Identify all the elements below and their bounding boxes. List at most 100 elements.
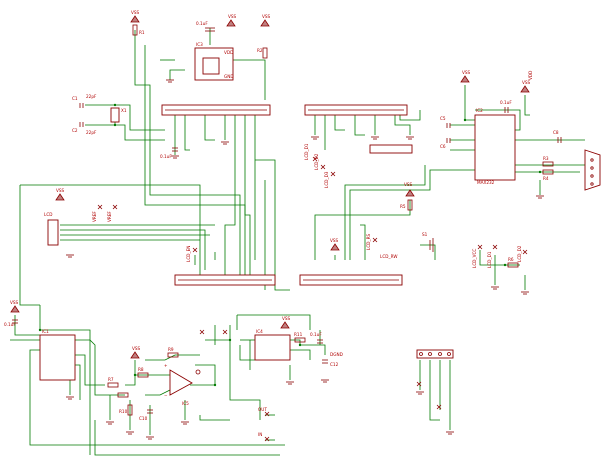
ic4-chip: IC4 (254, 329, 291, 361)
resistor-r2 (262, 47, 268, 59)
net-vdd: VDD (528, 71, 533, 80)
capacitor-c10 (147, 409, 153, 414)
gnd-symbol (521, 291, 529, 295)
capacitor-c8 (557, 137, 562, 143)
c11-value-label: 0.1uF (310, 332, 322, 337)
net-lcd-rw: LCD_RW (380, 254, 397, 259)
capacitor-c5 (446, 123, 451, 128)
gnd-symbol (446, 431, 454, 435)
svg-text:VSS: VSS (462, 70, 471, 75)
r6-label: R6 (508, 257, 514, 262)
r1-label: R1 (139, 30, 145, 35)
net-vref-b: VREF (107, 211, 112, 222)
vss-symbol: VSS (10, 300, 20, 313)
vss-symbol: VSS (130, 10, 140, 23)
net-dgnd: DGND (330, 352, 343, 357)
capacitor-c11 (317, 339, 323, 344)
c4-value-label: 0.1uF (160, 154, 172, 159)
vss-symbol: VSS (460, 70, 471, 83)
c9-value-label: 0.1uF (4, 322, 16, 327)
no-connect-marks (97, 156, 528, 442)
capacitor-c12 (322, 359, 328, 364)
vss-symbol: VSS (280, 316, 291, 329)
r5-label: R5 (400, 204, 406, 209)
r4-label: R4 (543, 176, 549, 181)
resistor-r11 (294, 337, 306, 343)
junctions (38, 103, 542, 387)
capacitor-labels: C1 C2 0.1uF 0.1uF C5 C6 0.1uF C8 0.1uF C… (4, 21, 559, 421)
capacitor-c7 (504, 107, 509, 113)
svg-text:VSS: VSS (522, 80, 531, 85)
gnd-symbol (171, 155, 179, 159)
s1-label: S1 (422, 232, 428, 237)
ic1-label: IC1 (42, 329, 49, 334)
net-lcd-d1: LCD_D1 (304, 143, 309, 160)
vcc-pin-label: VDD (224, 50, 233, 55)
vss-symbol: VSS (330, 238, 340, 251)
x1-label: X1 (121, 108, 127, 113)
vss-symbol: VSS (260, 14, 271, 27)
vss-symbol: VSS (55, 188, 65, 201)
net-lcd-vcc: LCD_VCC (472, 249, 477, 268)
wire-net (10, 28, 585, 456)
svg-text:VSS: VSS (228, 14, 237, 19)
svg-text:VSS: VSS (10, 300, 19, 305)
capacitor-c2 (79, 122, 84, 127)
resistor-r9 (167, 352, 179, 358)
gnd-symbol (286, 381, 294, 385)
connector-top-right (304, 104, 408, 116)
switch-s1: S1 (422, 232, 434, 252)
resistor-r12 (117, 392, 129, 398)
connector-small-middle (369, 144, 413, 154)
net-lcd-d3: LCD_D3 (324, 171, 329, 188)
c5-label: C5 (440, 116, 446, 121)
vss-symbol: VSS (520, 80, 531, 93)
ic5-opamp: + − IC5 (164, 363, 201, 406)
supply-symbols: VSS VSS VSS VSS VSS VSS VSS VSS VSS VSS … (10, 10, 544, 440)
net-lcd-d2: LCD_D2 (314, 153, 319, 170)
resistor-r6 (507, 262, 519, 268)
ic2-max232: IC2 MAX232 (474, 108, 516, 185)
resistor-labels: R1 R2 R3 R4 R5 R6 R7 R8 R9 R10 R11 (108, 30, 549, 414)
c2-label: C2 (72, 128, 78, 133)
r10-label: R10 (119, 409, 128, 414)
vss-symbol: VSS (130, 346, 141, 359)
r8-label: R8 (138, 367, 144, 372)
gnd-symbol (491, 286, 499, 290)
gnd-symbol (536, 195, 544, 199)
connector-bottom-left (174, 274, 276, 286)
c3-value-label: 0.1uF (196, 21, 208, 26)
resistor-r1 (132, 24, 138, 36)
capacitor-c1 (79, 103, 84, 108)
resistor-r10 (127, 404, 133, 416)
gnd-symbol (166, 79, 174, 83)
net-labels: LCD_D1 LCD_D2 LCD_D3 LCD_EN LCD_RW LCD_R… (92, 71, 533, 437)
connector-top-left (161, 104, 271, 116)
opamp-plus-label: + (164, 363, 168, 368)
ic2-part-label: MAX232 (477, 180, 495, 185)
svg-text:VSS: VSS (404, 182, 413, 187)
svg-text:VSS: VSS (56, 188, 65, 193)
ic4-label: IC4 (256, 329, 263, 334)
resistor-r5 (407, 199, 413, 211)
c12-label: C12 (330, 362, 339, 367)
capacitor-c9 (12, 319, 18, 324)
lcd-connector-label: LCD (44, 212, 52, 217)
resistor-r4 (542, 169, 554, 175)
vss-symbol: VSS (226, 14, 237, 27)
gnd-symbol (66, 396, 74, 400)
net-lcd-d2-b: LCD_D2 (517, 245, 522, 262)
svg-text:VSS: VSS (330, 238, 339, 243)
gnd-symbol (181, 421, 189, 425)
crystal-x1: X1 (110, 107, 127, 123)
c8-label: C8 (553, 130, 559, 135)
gnd-symbol (321, 379, 329, 383)
net-out: OUT (258, 407, 267, 412)
net-lcd-d1-b: LCD_D1 (487, 251, 492, 268)
net-lcd-en: LCD_EN (186, 246, 191, 262)
resistor-r7 (107, 382, 119, 388)
c1-value-label: 22pF (86, 94, 97, 99)
ic3-label: IC3 (196, 42, 203, 47)
svg-text:VSS: VSS (131, 10, 140, 15)
